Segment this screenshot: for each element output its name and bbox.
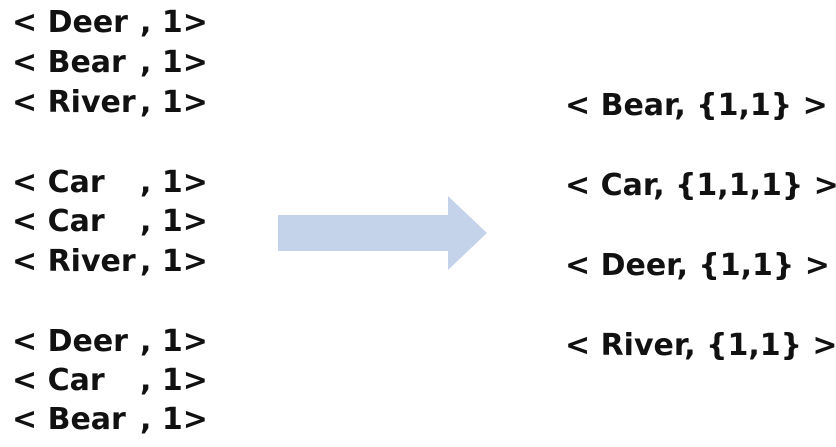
pair-value: , 1> (140, 165, 208, 200)
pair-value: , 1> (140, 5, 208, 40)
right-arrow-icon (278, 196, 487, 270)
pair-key: < Car (12, 363, 105, 398)
pair-key: < River (12, 85, 136, 120)
pair-value: , 1> (140, 363, 208, 398)
pair-key: < Car (12, 165, 105, 200)
result-item: < Deer, {1,1} > (565, 248, 830, 283)
result-item: < Bear, {1,1} > (565, 88, 828, 123)
pair-value: , 1> (140, 45, 208, 80)
pair-key: < Deer (12, 5, 128, 40)
pair-key: < Bear (12, 402, 126, 437)
pair-value: , 1> (140, 204, 208, 239)
result-item: < Car, {1,1,1} > (565, 168, 836, 203)
result-item: < River, {1,1} > (565, 328, 836, 363)
pair-value: , 1> (140, 85, 208, 120)
pair-value: , 1> (140, 402, 208, 437)
pair-key: < Bear (12, 45, 126, 80)
pair-key: < Deer (12, 324, 128, 359)
pair-value: , 1> (140, 324, 208, 359)
pair-key: < Car (12, 204, 105, 239)
pair-value: , 1> (140, 244, 208, 279)
pair-key: < River (12, 244, 136, 279)
